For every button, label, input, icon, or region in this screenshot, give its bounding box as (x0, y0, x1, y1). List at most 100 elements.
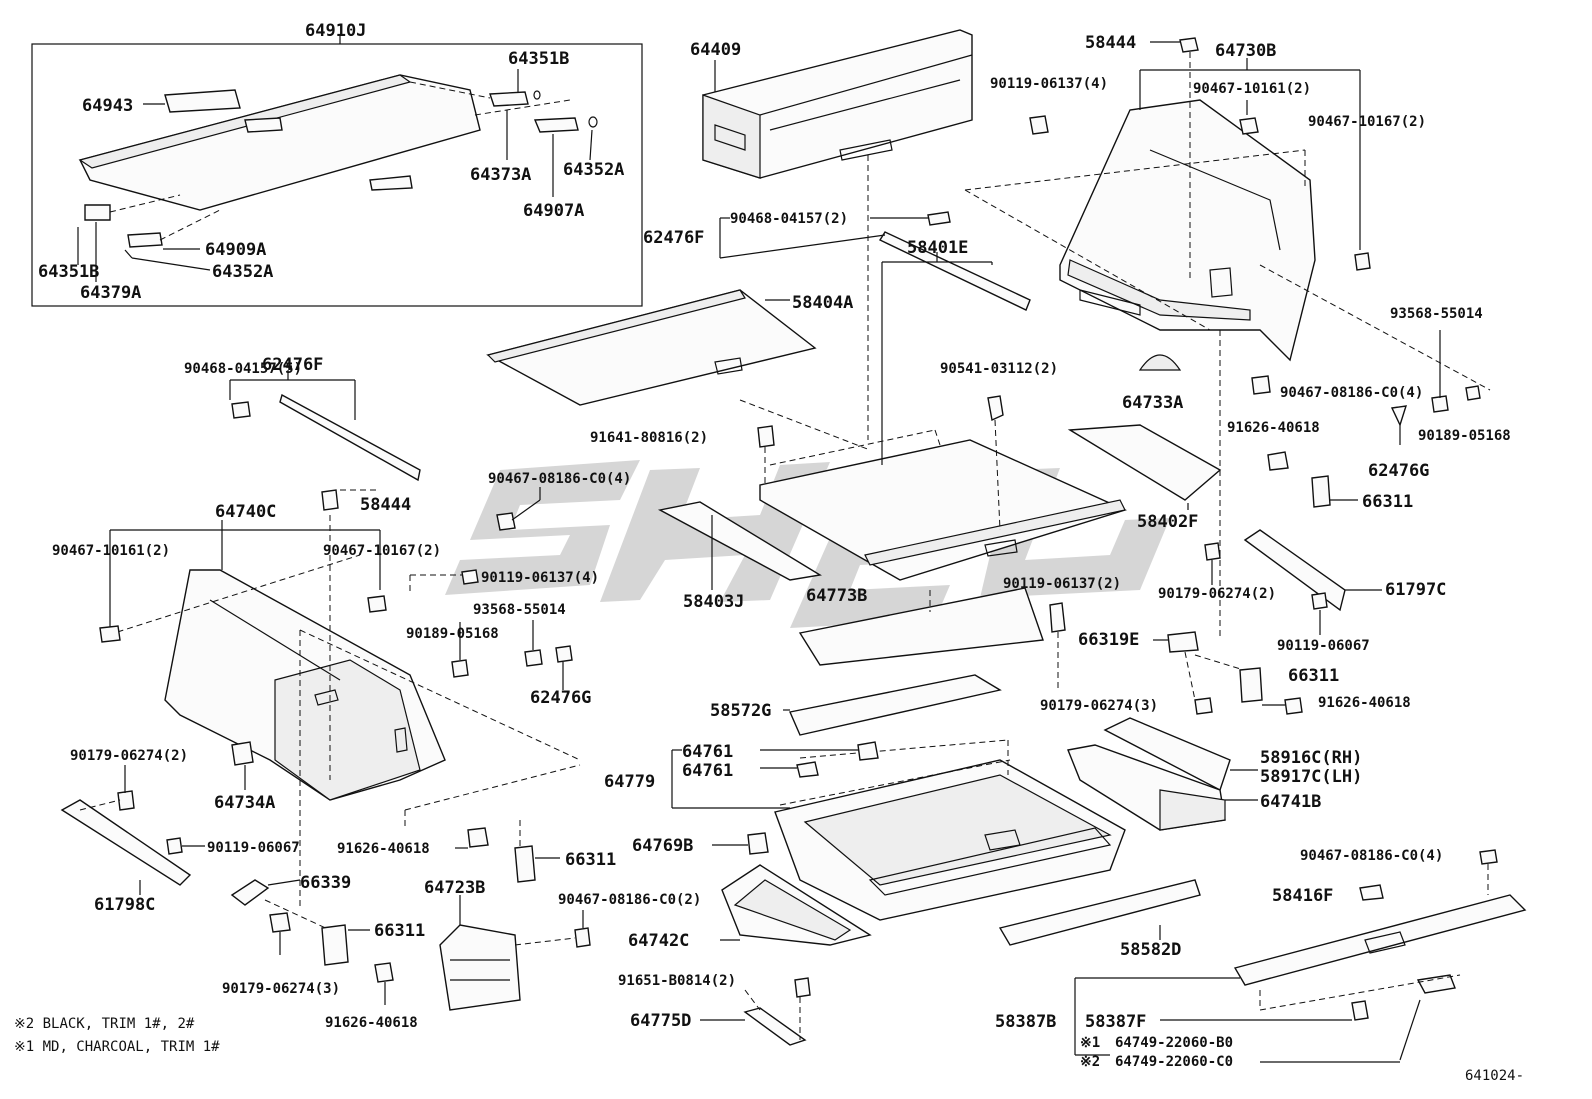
note-charcoal-trim: ※1 MD, CHARCOAL, TRIM 1# (14, 1039, 220, 1055)
part-label: 64351B (508, 49, 569, 69)
part-label: 91626-40618 (325, 1015, 418, 1031)
part-label: 91626-40618 (1227, 420, 1320, 436)
part-label: 64775D (630, 1011, 691, 1031)
part-label: 90189-05168 (406, 626, 499, 642)
part-label: 66311 (374, 921, 425, 941)
part-label: 58582D (1120, 940, 1181, 960)
part-64409 (702, 29, 973, 440)
part-label: 58572G (710, 701, 771, 721)
part-label: 58444 (1085, 33, 1136, 53)
part-label: 64351B (38, 262, 99, 282)
part-64730B (964, 58, 1491, 640)
part-58582D (998, 879, 1201, 946)
part-label: ※1 (1080, 1035, 1100, 1051)
part-label: 64379A (80, 283, 141, 303)
part-label: 64779 (604, 772, 655, 792)
part-label: 62476F (643, 228, 704, 248)
part-64723B (439, 895, 591, 1011)
part-58404A (486, 289, 871, 451)
part-64773B (798, 587, 1066, 690)
part-58916C (1067, 717, 1258, 831)
part-label: 62476G (530, 688, 591, 708)
box-64910J (31, 36, 643, 307)
part-label: 58916C(RH) (1260, 748, 1362, 768)
part-62476F-left (229, 370, 421, 482)
part-64775D (700, 977, 811, 1046)
part-label: 90119-06067 (207, 840, 300, 856)
part-label: 90119-06137(4) (990, 76, 1108, 92)
part-label: 90467-10167(2) (323, 543, 441, 559)
part-label: 90541-03112(2) (940, 361, 1058, 377)
part-label: 62476G (1368, 461, 1429, 481)
part-label: 90467-08186-C0(4) (1300, 848, 1443, 864)
diagram-reference-number: 641024- (1465, 1068, 1524, 1084)
part-label: 90179-06274(3) (1040, 698, 1158, 714)
part-label: 58402F (1137, 512, 1198, 532)
part-66319E (1153, 631, 1303, 715)
part-label: 93568-55014 (473, 602, 566, 618)
part-label: 93568-55014 (1390, 306, 1483, 322)
part-label: 61797C (1385, 580, 1446, 600)
part-label: 90467-10161(2) (52, 543, 170, 559)
part-label: 64352A (212, 262, 273, 282)
part-label: 90119-06137(2) (1003, 576, 1121, 592)
part-66339 (230, 820, 560, 1005)
part-label: 64761 (682, 761, 733, 781)
part-label: 90467-08186-C0(4) (488, 471, 631, 487)
part-61797C (1204, 529, 1382, 635)
part-label: 90179-06274(3) (222, 981, 340, 997)
part-label: 64761 (682, 742, 733, 762)
part-label: 90189-05168 (1418, 428, 1511, 444)
part-64740C (107, 489, 581, 910)
part-label: 90179-06274(2) (1158, 586, 1276, 602)
part-label: 58416F (1272, 886, 1333, 906)
part-label: 66311 (1362, 492, 1413, 512)
part-62476F-upper (719, 211, 1031, 311)
part-label: 66319E (1078, 630, 1139, 650)
part-label: 58444 (360, 495, 411, 515)
part-label: 90467-08186-C0(4) (1280, 385, 1423, 401)
part-label: 64909A (205, 240, 266, 260)
part-label: 66339 (300, 873, 351, 893)
part-label: 64741B (1260, 792, 1321, 812)
part-label: 58387B (995, 1012, 1056, 1032)
part-label: 90467-10161(2) (1193, 81, 1311, 97)
part-61798C (60, 765, 205, 895)
part-label: 64730B (1215, 41, 1276, 61)
part-58403J (657, 501, 822, 590)
part-label: 90468-04157(5) (184, 361, 302, 377)
part-label: 58401E (907, 238, 968, 258)
part-label: 91641-80816(2) (590, 430, 708, 446)
part-label: 90467-10167(2) (1308, 114, 1426, 130)
part-label: 90119-06067 (1277, 638, 1370, 654)
part-label: 64352A (563, 160, 624, 180)
part-label: 58404A (792, 293, 853, 313)
part-label: 61798C (94, 895, 155, 915)
part-64742C (712, 832, 872, 946)
part-label: 64907A (523, 201, 584, 221)
note-black-trim: ※2 BLACK, TRIM 1#, 2# (14, 1016, 195, 1032)
part-label: 64910J (305, 21, 366, 41)
clips-top-right (1029, 37, 1481, 508)
part-label: 64773B (806, 586, 867, 606)
part-58572G (783, 674, 1002, 736)
part-64779 (671, 739, 1126, 921)
part-label: 58403J (683, 592, 744, 612)
part-label: 64734A (214, 793, 275, 813)
part-label: 66311 (565, 850, 616, 870)
part-label: 91626-40618 (1318, 695, 1411, 711)
part-label: 91651-B0814(2) (618, 973, 736, 989)
part-label: 64769B (632, 836, 693, 856)
part-label: 90467-08186-C0(2) (558, 892, 701, 908)
part-label: 64373A (470, 165, 531, 185)
part-label: ※2 (1080, 1054, 1100, 1070)
part-label: 58387F (1085, 1012, 1146, 1032)
part-label: 64723B (424, 878, 485, 898)
part-label: 64742C (628, 931, 689, 951)
part-label: 64943 (82, 96, 133, 116)
part-label: 64740C (215, 502, 276, 522)
part-label: 90119-06137(4) (481, 570, 599, 586)
part-label: 66311 (1288, 666, 1339, 686)
part-58387B (1074, 849, 1527, 1063)
